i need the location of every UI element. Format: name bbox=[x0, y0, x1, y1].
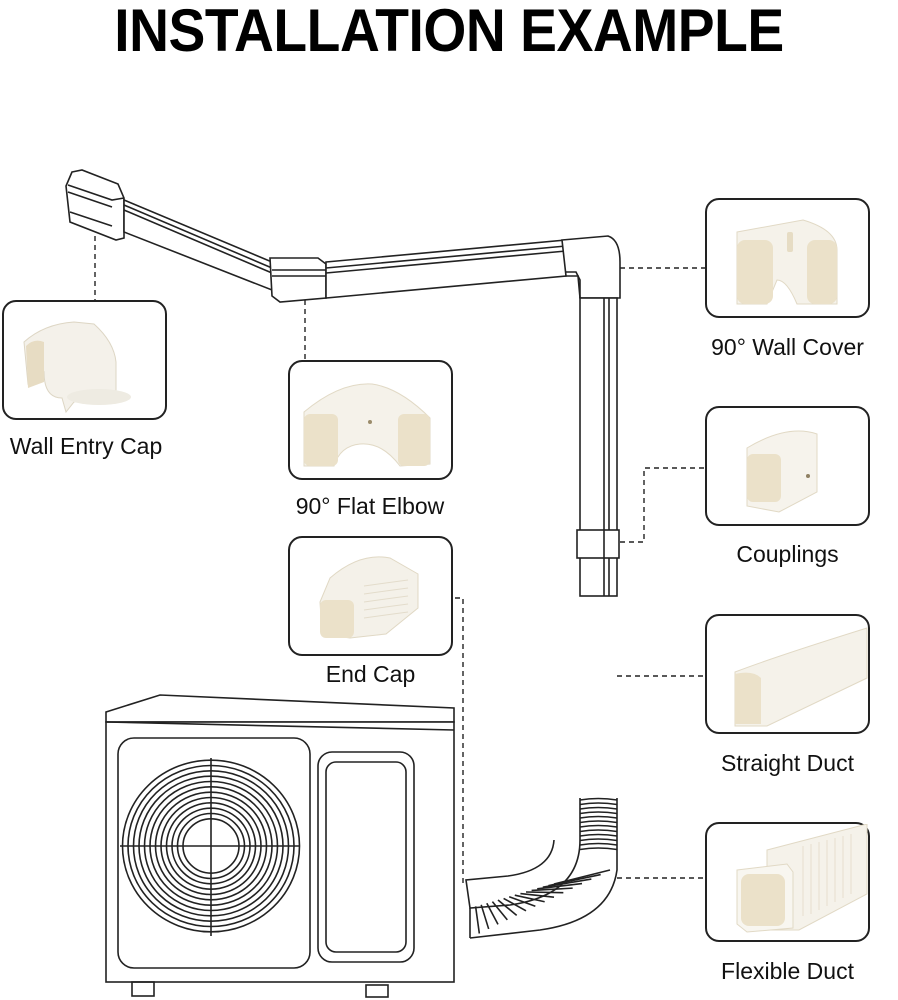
flex-rib bbox=[579, 811, 618, 815]
wall-entry-cap-icon bbox=[23, 321, 131, 414]
flex-rib bbox=[503, 897, 527, 912]
flex-rib bbox=[579, 829, 618, 833]
flex-rib bbox=[553, 869, 611, 885]
part-label-couplings: Couplings bbox=[736, 541, 839, 567]
flex-rib bbox=[508, 896, 536, 908]
horizontal-duct-drawing bbox=[325, 239, 567, 299]
part-label-flexible-duct: Flexible Duct bbox=[721, 958, 854, 984]
flex-rib bbox=[537, 882, 583, 890]
part-card-end-cap bbox=[288, 536, 453, 656]
part-card-flat-elbow bbox=[288, 360, 453, 480]
part-label-flat-elbow: 90° Flat Elbow bbox=[295, 493, 445, 519]
wall-entry-cap-drawing bbox=[65, 169, 125, 241]
part-label-straight-duct: Straight Duct bbox=[721, 750, 854, 776]
part-card-wall-cover bbox=[705, 198, 870, 318]
diagonal-duct-drawing bbox=[123, 198, 273, 292]
flex-rib bbox=[579, 842, 618, 846]
coupling-icon bbox=[746, 430, 818, 513]
flex-rib bbox=[480, 904, 490, 930]
page-title: INSTALLATION EXAMPLE bbox=[114, 0, 784, 64]
part-card-straight-duct bbox=[705, 614, 870, 734]
part-card-couplings bbox=[705, 406, 870, 526]
flex-rib bbox=[579, 806, 618, 810]
flex-rib bbox=[579, 847, 618, 851]
flex-rib bbox=[497, 899, 518, 916]
part-label-wall-entry-cap: Wall Entry Cap bbox=[9, 433, 163, 459]
part-label-wall-cover: 90° Wall Cover bbox=[711, 334, 864, 360]
flex-rib bbox=[579, 824, 618, 828]
part-card-wall-entry-cap bbox=[2, 300, 167, 420]
connector-end-cap bbox=[455, 597, 464, 884]
flat-elbow-icon bbox=[303, 383, 431, 467]
flex-rib bbox=[579, 802, 618, 806]
part-label-end-cap: End Cap bbox=[325, 661, 416, 687]
wall-cover-icon bbox=[736, 219, 838, 305]
connector-couplings bbox=[620, 467, 705, 543]
connector-lines bbox=[94, 236, 705, 884]
flexible-duct-icon bbox=[736, 823, 868, 933]
flex-rib bbox=[474, 906, 481, 934]
flex-rib bbox=[491, 901, 508, 921]
flex-rib bbox=[579, 820, 618, 824]
flex-rib bbox=[579, 797, 618, 801]
flex-rib bbox=[520, 892, 555, 898]
part-card-flexible-duct bbox=[705, 822, 870, 942]
flex-rib bbox=[514, 894, 545, 903]
coupling-drawing bbox=[576, 529, 620, 559]
straight-duct-icon bbox=[734, 627, 868, 727]
flex-rib bbox=[579, 815, 618, 819]
flex-rib bbox=[579, 838, 618, 842]
flex-rib bbox=[525, 891, 564, 894]
flexible-duct-drawing bbox=[465, 797, 618, 939]
end-cap-icon bbox=[319, 556, 419, 639]
ac-outdoor-unit-drawing bbox=[105, 694, 455, 998]
wall-cover-drawing bbox=[561, 235, 621, 299]
flex-rib bbox=[579, 833, 618, 837]
flat-elbow-drawing bbox=[269, 257, 327, 303]
flex-rib bbox=[486, 902, 499, 925]
flex-rib bbox=[531, 887, 573, 892]
